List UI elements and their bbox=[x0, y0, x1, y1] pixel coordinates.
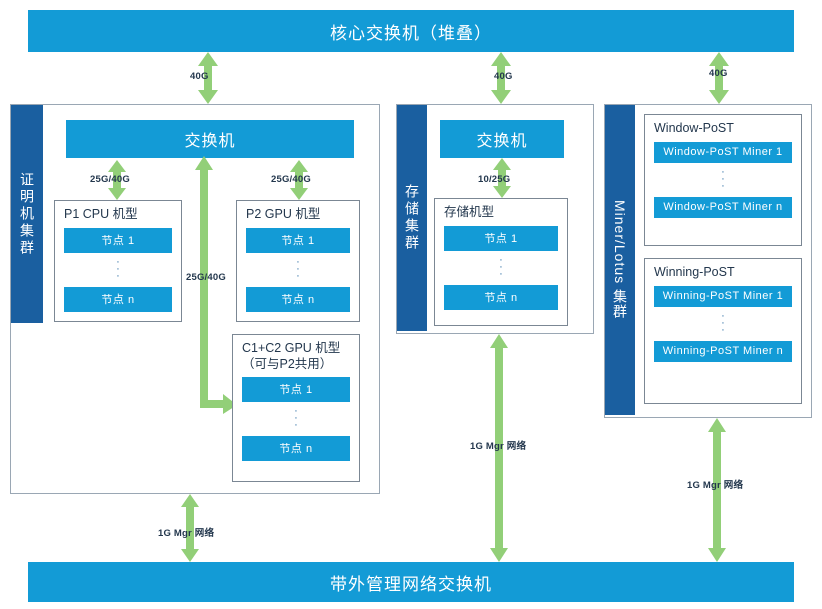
link-prove-switch-to-p1-arrow bbox=[107, 160, 127, 200]
node-chip: 节点 1 bbox=[444, 225, 558, 251]
link-mgr-miner-arrow bbox=[707, 418, 727, 562]
group-window-post: Window-PoST Window-PoST Miner 1 ··· Wind… bbox=[644, 114, 802, 246]
storage-cluster-switch: 交换机 bbox=[440, 120, 564, 158]
oob-management-switch-label: 带外管理网络交换机 bbox=[330, 574, 492, 594]
prove-cluster-switch-label: 交换机 bbox=[184, 133, 236, 150]
core-switch-label: 核心交换机（堆叠） bbox=[330, 23, 492, 43]
link-prove-switch-to-c1c2-label: 25G/40G bbox=[186, 272, 226, 283]
link-core-to-store-arrow bbox=[489, 52, 513, 104]
cluster-storage-side-label: 存储集群 bbox=[397, 105, 427, 331]
node-chip: Winning-PoST Miner 1 bbox=[654, 285, 792, 307]
link-core-to-prove-label: 40G bbox=[190, 71, 209, 82]
group-c1c2-gpu-title: C1+C2 GPU 机型 （可与P2共用） bbox=[242, 341, 341, 371]
group-storage-machine: 存储机型 节点 1 ··· 节点 n bbox=[434, 198, 568, 326]
oob-management-switch-bar: 带外管理网络交换机 bbox=[28, 562, 794, 602]
node-chip: 节点 1 bbox=[242, 377, 350, 403]
ellipsis-icon: ··· bbox=[294, 405, 298, 432]
group-p1-cpu: P1 CPU 机型 节点 1 ··· 节点 n bbox=[54, 200, 182, 322]
core-switch-bar: 核心交换机（堆叠） bbox=[28, 10, 794, 52]
link-mgr-prove-arrow bbox=[180, 494, 200, 562]
link-storage-switch-to-node-label: 10/25G bbox=[478, 174, 511, 185]
link-core-to-miner-label: 40G bbox=[709, 68, 728, 79]
node-chip: 节点 n bbox=[64, 286, 172, 312]
prove-cluster-switch: 交换机 bbox=[66, 120, 354, 158]
group-winning-post: Winning-PoST Winning-PoST Miner 1 ··· Wi… bbox=[644, 258, 802, 404]
ellipsis-icon: ··· bbox=[721, 309, 725, 336]
node-chip: 节点 n bbox=[246, 286, 350, 312]
group-p2-gpu: P2 GPU 机型 节点 1 ··· 节点 n bbox=[236, 200, 360, 322]
group-p2-gpu-title: P2 GPU 机型 bbox=[246, 207, 321, 221]
node-chip: 节点 1 bbox=[246, 227, 350, 253]
ellipsis-icon: ··· bbox=[721, 165, 725, 192]
link-core-to-prove-arrow bbox=[196, 52, 220, 104]
link-prove-switch-to-c1c2-arrow bbox=[193, 156, 239, 414]
link-mgr-storage-label: 1G Mgr 网络 bbox=[470, 441, 527, 452]
group-winning-post-title: Winning-PoST bbox=[654, 265, 735, 279]
ellipsis-icon: ··· bbox=[296, 255, 300, 282]
link-prove-switch-to-p2-arrow bbox=[289, 160, 309, 200]
ellipsis-icon: ··· bbox=[116, 255, 120, 282]
ellipsis-icon: ··· bbox=[499, 253, 503, 280]
node-chip: Window-PoST Miner 1 bbox=[654, 141, 792, 163]
link-prove-switch-to-p1-label: 25G/40G bbox=[90, 174, 130, 185]
link-core-to-miner-arrow bbox=[707, 52, 731, 104]
link-core-to-store-label: 40G bbox=[494, 71, 513, 82]
group-storage-machine-title: 存储机型 bbox=[444, 205, 495, 219]
group-p1-cpu-title: P1 CPU 机型 bbox=[64, 207, 138, 221]
group-window-post-title: Window-PoST bbox=[654, 121, 734, 135]
link-mgr-miner-label: 1G Mgr 网络 bbox=[687, 480, 744, 491]
node-chip: 节点 n bbox=[242, 436, 350, 462]
node-chip: Window-PoST Miner n bbox=[654, 196, 792, 218]
storage-cluster-switch-label: 交换机 bbox=[476, 133, 528, 150]
node-chip: Winning-PoST Miner n bbox=[654, 340, 792, 362]
cluster-miner-lotus-side-label: Miner/Lotus 集群 bbox=[605, 105, 635, 415]
link-prove-switch-to-p2-label: 25G/40G bbox=[271, 174, 311, 185]
link-storage-switch-to-node-arrow bbox=[492, 158, 512, 198]
node-chip: 节点 n bbox=[444, 284, 558, 310]
group-c1c2-gpu: C1+C2 GPU 机型 （可与P2共用） 节点 1 ··· 节点 n bbox=[232, 334, 360, 482]
link-mgr-prove-label: 1G Mgr 网络 bbox=[158, 528, 215, 539]
node-chip: 节点 1 bbox=[64, 227, 172, 253]
link-mgr-storage-arrow bbox=[489, 334, 509, 562]
cluster-prove-side-label: 证明机集群 bbox=[11, 105, 43, 323]
